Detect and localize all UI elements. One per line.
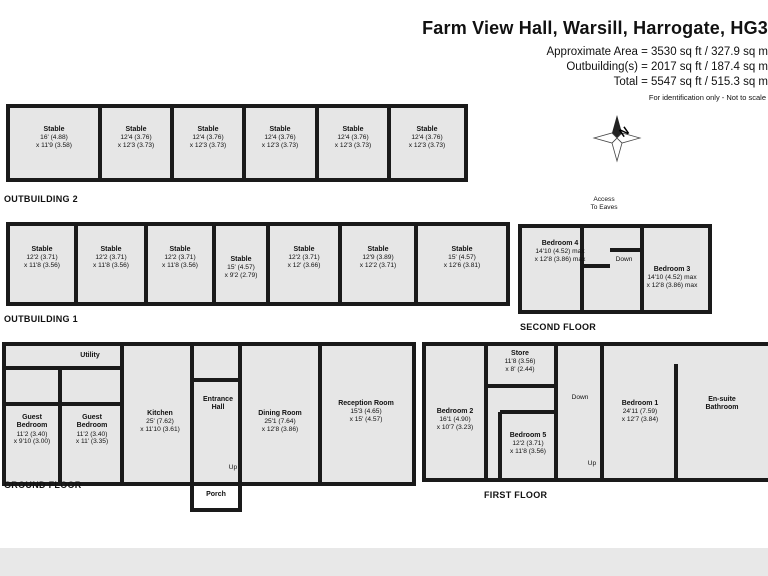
footer-bar xyxy=(0,548,768,576)
outbuilding-area-text: Outbuilding(s) = 2017 sq ft / 187.4 sq m xyxy=(566,61,768,73)
page-title: Farm View Hall, Warsill, Harrogate, HG3 xyxy=(422,18,768,38)
second-floor-fill xyxy=(520,226,710,312)
first-floor-fill xyxy=(424,344,768,480)
first-floor-label: FIRST FLOOR xyxy=(484,490,548,500)
first-up-label: Up xyxy=(587,460,597,467)
outbuilding1-label: OUTBUILDING 1 xyxy=(4,314,78,324)
outbuilding1-fill xyxy=(8,224,508,304)
ground-floor-label: GROUND FLOOR xyxy=(4,480,82,490)
outbuilding2-label: OUTBUILDING 2 xyxy=(4,194,78,204)
second-floor-down-label: Down xyxy=(615,256,633,263)
total-area-text: Total = 5547 sq ft / 515.3 sq m xyxy=(613,76,768,88)
compass-icon: N xyxy=(592,115,642,163)
ground-up-label: Up xyxy=(228,464,238,471)
approx-area-text: Approximate Area = 3530 sq ft / 327.9 sq… xyxy=(546,46,768,58)
second-floor-label: SECOND FLOOR xyxy=(520,322,597,332)
first-down-label: Down xyxy=(571,394,589,401)
utility-label: Utility xyxy=(80,352,100,359)
porch-label: Porch xyxy=(206,491,226,498)
disclaimer-note: For identification only - Not to scale xyxy=(648,93,766,102)
